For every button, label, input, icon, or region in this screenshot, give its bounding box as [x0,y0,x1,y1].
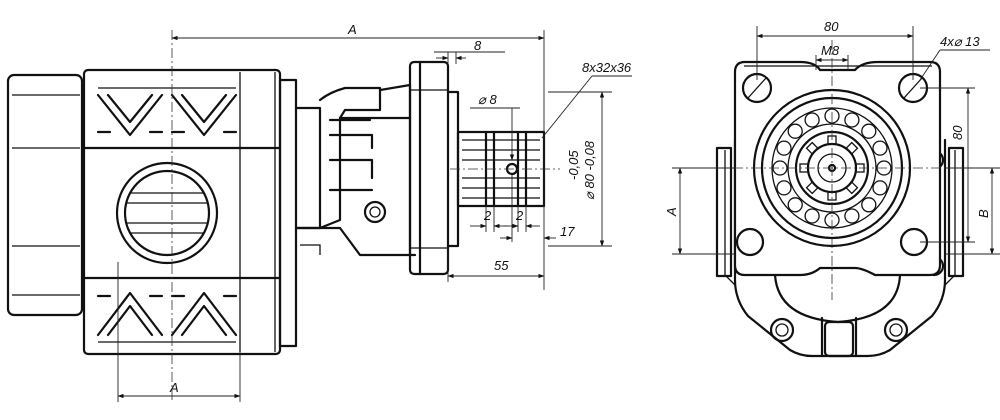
dim-label-a-front: A [664,207,679,217]
dim-pilot-diameter: -0,05 ⌀ 80 -0,08 [548,91,612,247]
gear-mark-bottom [96,291,238,343]
bearing-ball [776,180,792,196]
pump-body [82,68,282,356]
bearing-ball [872,180,888,196]
dim-label-8: 8 [474,38,482,53]
adapter-housing [278,78,417,348]
spline-tooth [805,141,819,155]
dim-thread: M8 [815,43,849,70]
dim-label-pilot: ⌀ 80 -0,08 [582,140,597,200]
dim-port-offset: A [117,262,241,402]
dim-label-holes: 4x⌀ 13 [940,34,980,49]
dim-holes-leader: 4x⌀ 13 [919,34,990,81]
dim-front-width: 80 [756,19,914,80]
dim-label-80-side: 80 [950,125,965,140]
bearing-ball [844,112,860,128]
bearing-ball [872,140,888,156]
dim-label-groove-1: 2 [483,208,492,223]
bearing-ball [861,197,877,213]
dim-label-b-front: B [976,209,991,218]
dim-label-groove-2: 2 [515,208,524,223]
dim-label-80-top: 80 [824,19,839,34]
dim-pin-diameter: ⌀ 8 [470,92,520,161]
bearing-ball [787,197,803,213]
dim-label-spline: 8x32x36 [582,60,632,75]
dim-label-17: 17 [560,224,575,239]
dim-grooves: 2 2 [470,206,540,232]
dim-flange-thickness: 8 [434,38,505,64]
front-view: 80 M8 4x⌀ 13 80 A [664,19,1000,358]
dim-overall-length: A [171,22,545,290]
dim-label-tol: -0,05 [566,150,581,180]
splined-shaft [450,130,560,208]
bearing-ball [861,123,877,139]
gear-mark-top [96,87,238,137]
dim-label-55: 55 [494,258,509,273]
bearing-ball [804,208,820,224]
dim-shaft-length: 55 [447,248,545,282]
rear-cover [6,73,84,317]
spline-tooth [845,181,859,195]
dim-label-pin: ⌀ 8 [478,92,497,107]
dim-hole-spacing: 80 [920,87,975,243]
spline-tooth [805,181,819,195]
bearing-ball [804,112,820,128]
dim-port-a: A [664,167,735,255]
side-view: A 8 8x32x36 ⌀ 8 -0,05 [6,22,632,402]
dim-pin-offset: 17 [500,175,575,242]
dim-port-b: B [945,167,1000,255]
port-circle [115,161,219,265]
bearing-ball [776,140,792,156]
dim-label-a-bottom: A [169,380,179,395]
bearing-ball [844,208,860,224]
lower-opening [773,273,902,324]
bearing-ball [787,123,803,139]
dim-label-m8: M8 [821,43,840,58]
mounting-flange [408,60,460,276]
dim-label-a-top: A [347,22,357,37]
spline-tooth [845,141,859,155]
dim-spline-leader: 8x32x36 [541,60,632,139]
